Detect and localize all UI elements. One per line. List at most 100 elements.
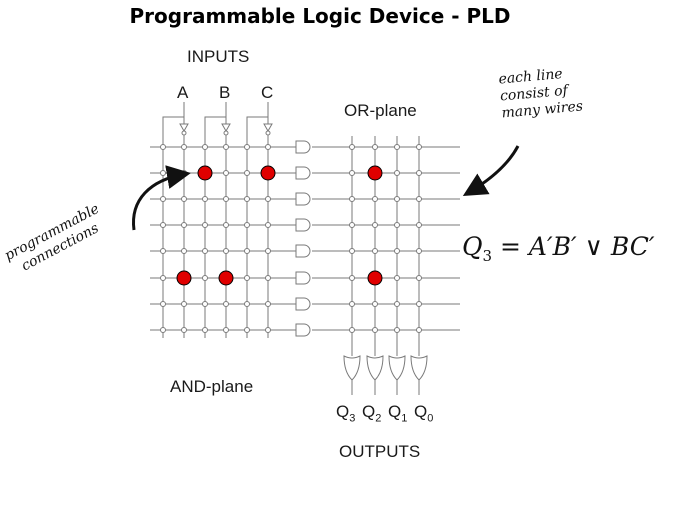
and-gate-icon	[295, 244, 311, 258]
grid-node	[244, 170, 250, 176]
grid-node	[416, 248, 422, 254]
or-gates	[343, 355, 428, 395]
grid-node	[223, 170, 229, 176]
grid-node	[265, 327, 271, 333]
grid-node	[394, 170, 400, 176]
grid-node	[223, 144, 229, 150]
grid-node	[394, 275, 400, 281]
grid-node	[372, 196, 378, 202]
grid-node	[394, 222, 400, 228]
grid-node	[265, 196, 271, 202]
and-gates	[295, 140, 311, 337]
and-plane-label: AND-plane	[170, 377, 254, 396]
grid-node	[265, 301, 271, 307]
grid-nodes	[160, 144, 422, 333]
grid-node	[244, 144, 250, 150]
grid-node	[160, 327, 166, 333]
input-a-splitter	[162, 102, 185, 124]
connections-arrow	[132, 165, 191, 231]
grid-node	[160, 170, 166, 176]
q3-formula: Q3 = A′B′ ∨ BC′	[462, 232, 655, 265]
programmable-connection-dot	[176, 270, 192, 286]
grid-node	[202, 222, 208, 228]
grid-node	[416, 275, 422, 281]
grid-node	[349, 222, 355, 228]
and-plane-horizontal-wires	[150, 146, 460, 331]
grid-node	[202, 327, 208, 333]
or-gate-q1-icon	[388, 355, 406, 381]
inverter-c-bubble	[265, 130, 271, 136]
and-gate-icon	[295, 140, 311, 154]
input-b-splitter	[204, 102, 227, 124]
grid-node	[244, 248, 250, 254]
grid-node	[265, 222, 271, 228]
grid-node	[181, 222, 187, 228]
grid-node	[202, 248, 208, 254]
grid-node	[372, 301, 378, 307]
page-title: Programmable Logic Device - PLD	[129, 4, 511, 28]
and-gate-icon	[295, 166, 311, 180]
or-gate-q3-icon	[343, 355, 361, 381]
grid-node	[202, 275, 208, 281]
and-plane-vertical-wires	[162, 120, 269, 338]
grid-node	[349, 196, 355, 202]
or-plane-label: OR-plane	[344, 101, 417, 120]
grid-node	[202, 301, 208, 307]
grid-node	[416, 327, 422, 333]
grid-node	[349, 301, 355, 307]
grid-node	[244, 301, 250, 307]
programmable-connection-dot	[218, 270, 234, 286]
inverter-c-icon	[263, 123, 273, 133]
grid-node	[394, 144, 400, 150]
grid-node	[372, 144, 378, 150]
inverter-b-icon	[221, 123, 231, 133]
grid-node	[416, 301, 422, 307]
outputs-label: OUTPUTS	[339, 442, 421, 461]
grid-node	[160, 275, 166, 281]
grid-node	[416, 196, 422, 202]
grid-node	[160, 301, 166, 307]
and-gate-icon	[295, 297, 311, 311]
grid-node	[349, 144, 355, 150]
or-gate-q0-icon	[410, 355, 428, 381]
grid-node	[394, 327, 400, 333]
programmable-connection-dot	[367, 270, 383, 286]
grid-node	[394, 196, 400, 202]
grid-node	[223, 301, 229, 307]
output-q2-label: Q2	[362, 402, 382, 425]
grid-node	[394, 248, 400, 254]
input-c-label: C	[261, 83, 274, 102]
input-b-label: B	[219, 83, 231, 102]
inputs-label: INPUTS	[187, 47, 250, 66]
and-gate-icon	[295, 271, 311, 285]
inverter-a-bubble	[181, 130, 187, 136]
or-gate-q2-icon	[366, 355, 384, 381]
grid-node	[202, 144, 208, 150]
grid-node	[416, 144, 422, 150]
grid-node	[416, 222, 422, 228]
grid-node	[349, 275, 355, 281]
programmable-connections	[176, 165, 383, 286]
grid-node	[181, 144, 187, 150]
grid-node	[223, 248, 229, 254]
grid-node	[160, 196, 166, 202]
grid-node	[202, 196, 208, 202]
grid-node	[181, 301, 187, 307]
grid-node	[244, 275, 250, 281]
grid-node	[160, 248, 166, 254]
grid-node	[394, 301, 400, 307]
grid-node	[160, 144, 166, 150]
grid-node	[223, 327, 229, 333]
grid-node	[265, 248, 271, 254]
and-gate-icon	[295, 323, 311, 337]
or-plane-vertical-wires	[351, 136, 420, 356]
grid-node	[349, 170, 355, 176]
grid-node	[372, 222, 378, 228]
programmable-connection-dot	[197, 165, 213, 181]
input-inverters	[162, 102, 273, 136]
grid-node	[181, 248, 187, 254]
input-c-splitter	[246, 102, 269, 124]
programmable-connection-dot	[260, 165, 276, 181]
grid-node	[160, 222, 166, 228]
